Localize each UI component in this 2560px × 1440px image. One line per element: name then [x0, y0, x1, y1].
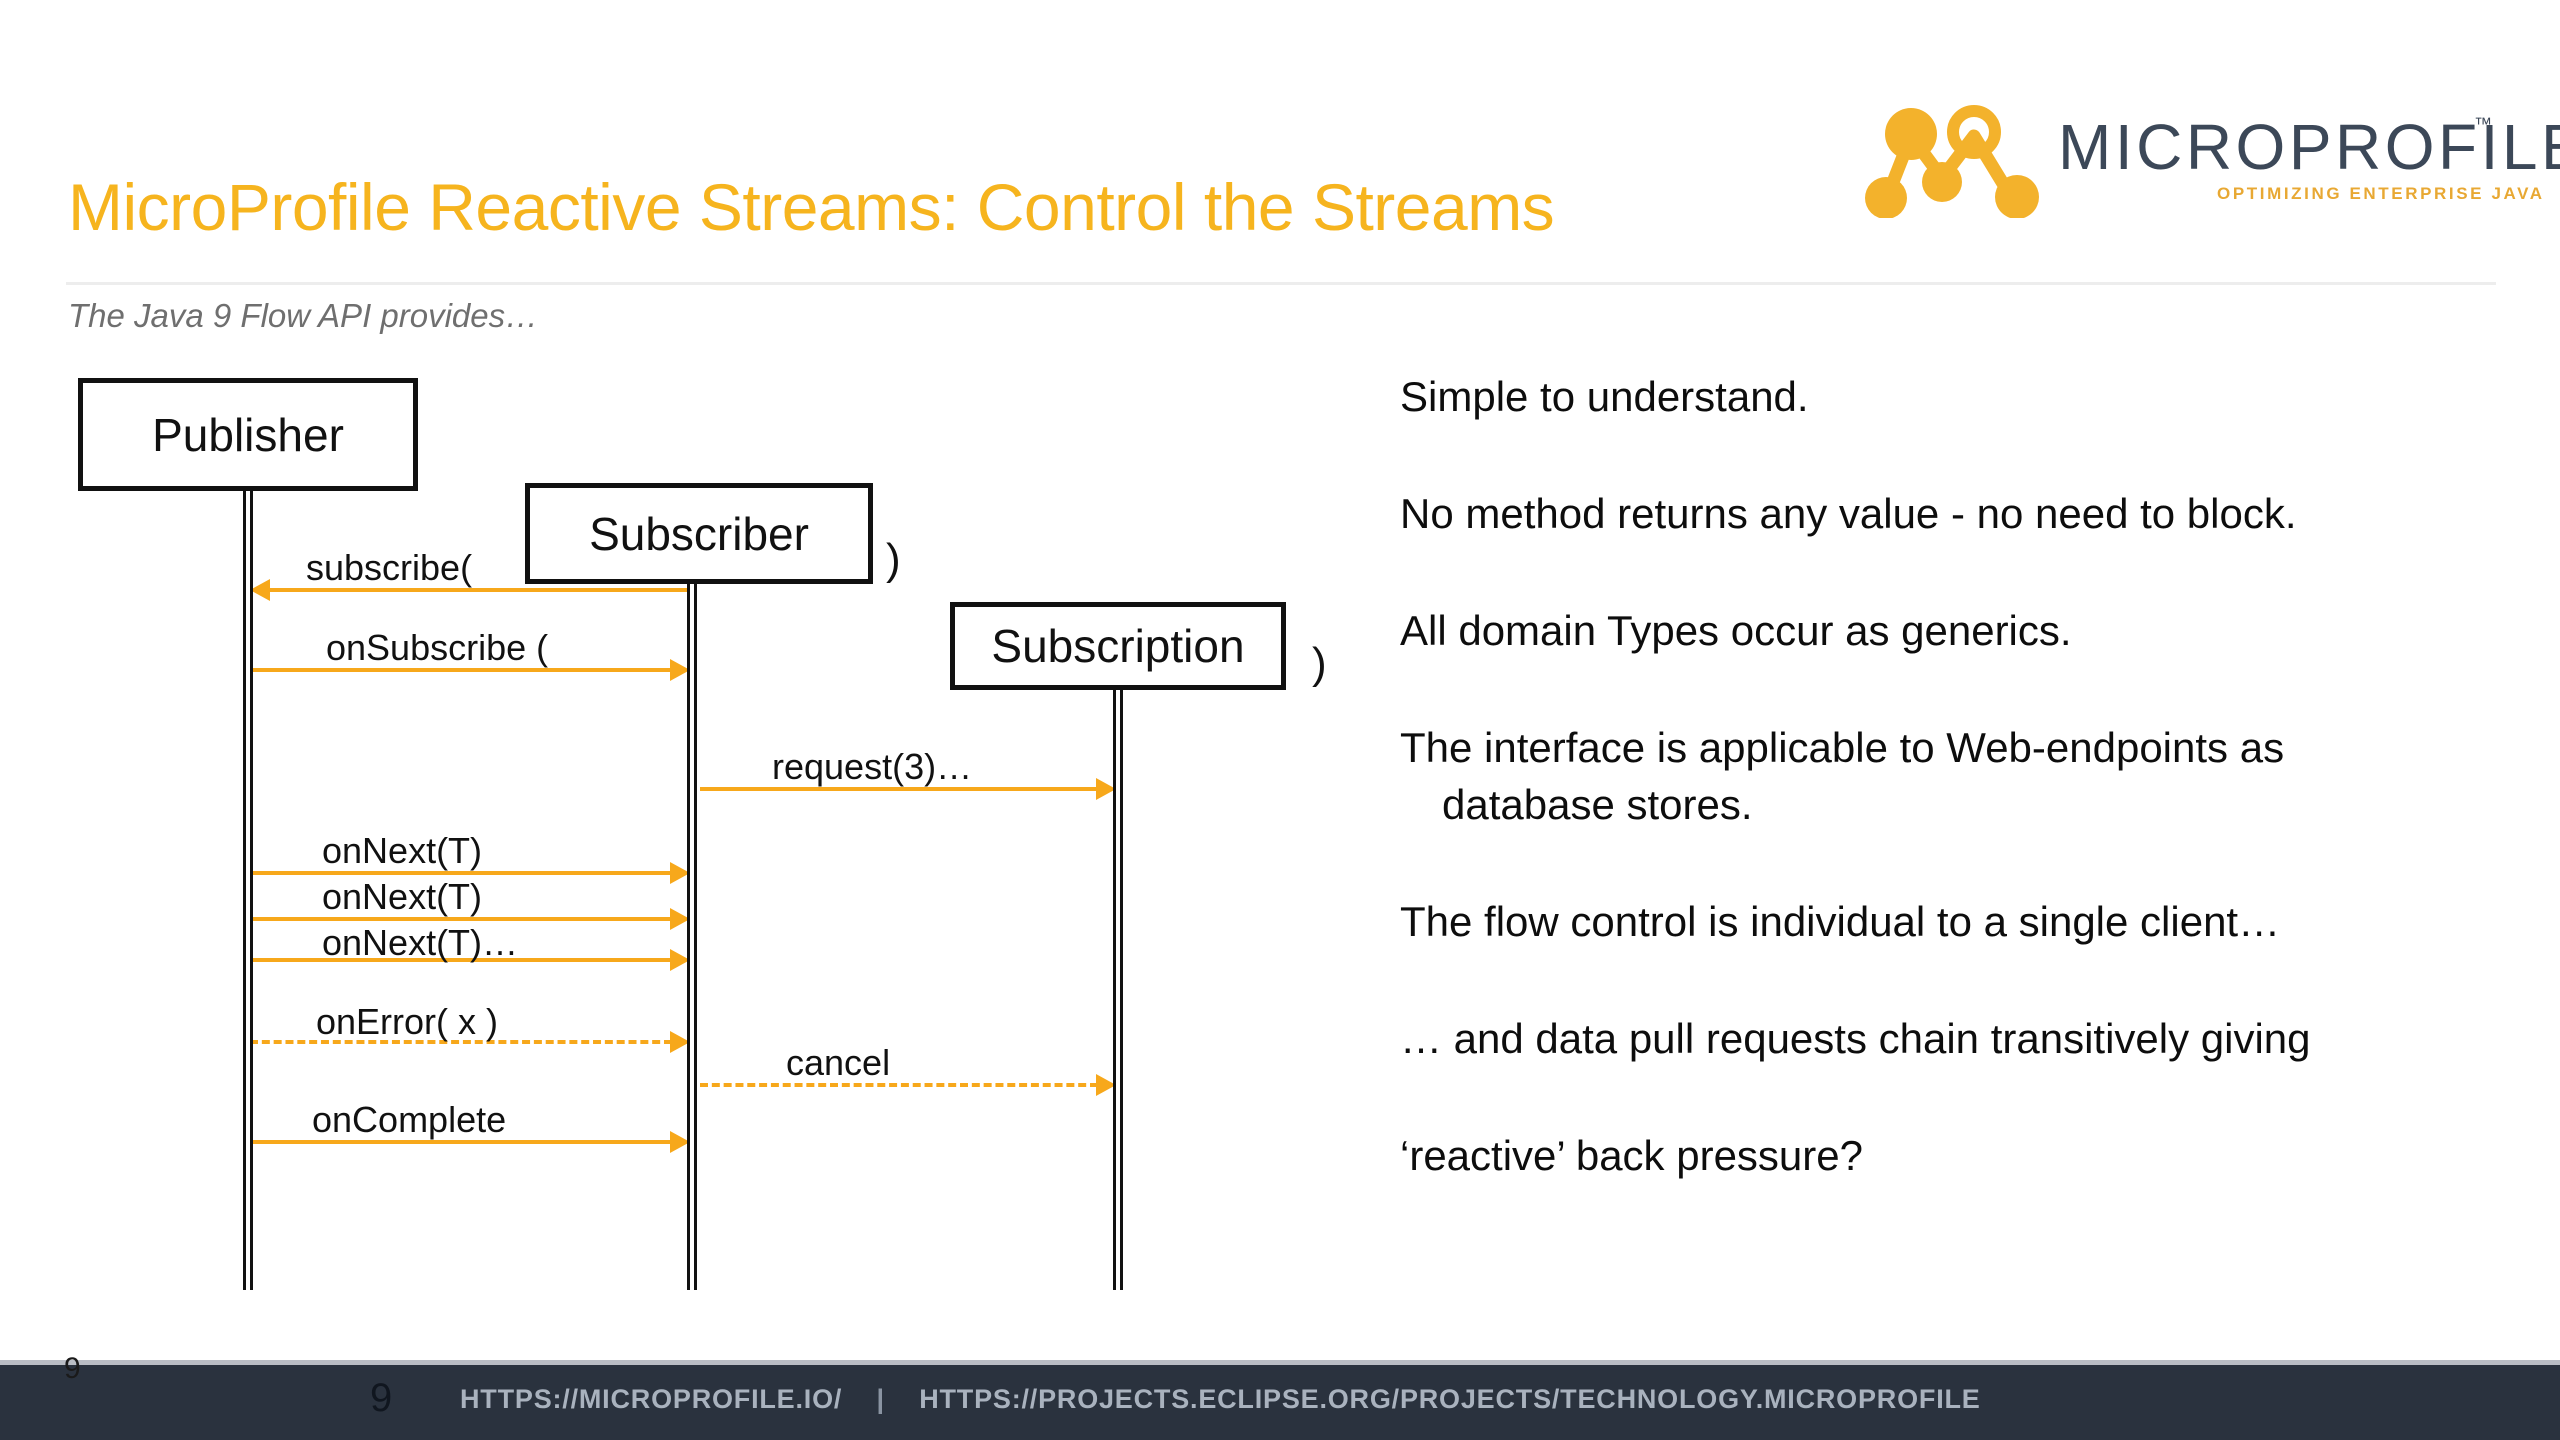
message-label-onnext-2: onNext(T) [322, 876, 483, 917]
message-line-subscribe [268, 588, 692, 592]
node-subscriber-label: Subscriber [589, 507, 809, 560]
lifeline-subscription [1113, 686, 1123, 1290]
message-line-onnext-3 [250, 958, 672, 962]
node-subscription: Subscription [950, 602, 1286, 690]
sequence-diagram: Publisher Subscriber ) Subscription ) su… [0, 0, 1360, 1340]
message-arrowhead-subscribe [250, 579, 270, 601]
message-arrowhead-onnext-3 [670, 949, 690, 971]
message-label-onerror: onError( x ) [316, 1001, 499, 1042]
message-line-oncomplete [250, 1140, 672, 1144]
node-publisher-label: Publisher [152, 408, 344, 461]
footer-page-number: 9 [370, 1376, 393, 1420]
bullet-line-1: Simple to understand. [1400, 373, 1809, 420]
bullet-item: The flow control is individual to a sing… [1400, 893, 2520, 950]
message-label-onnext-1: onNext(T) [322, 830, 483, 871]
bullet-item: Simple to understand. [1400, 368, 2520, 425]
message-label-cancel: cancel [786, 1042, 891, 1083]
logo-wordmark: MICROPROFILE [2058, 111, 2560, 183]
message-arrowhead-onsubscribe [670, 659, 690, 681]
bullet-item: No method returns any value - no need to… [1400, 485, 2520, 542]
bullet-line-1: ‘reactive’ back pressure? [1400, 1132, 1863, 1179]
node-subscriber: Subscriber [525, 483, 873, 584]
footer-top-highlight [0, 1360, 2560, 1365]
node-subscription-label: Subscription [991, 620, 1245, 672]
bullet-item: … and data pull requests chain transitiv… [1400, 1010, 2520, 1067]
node-subscriber-paren: ) [886, 535, 901, 584]
microprofile-mark-icon [1865, 105, 2039, 218]
bullet-line-2: database stores. [1442, 781, 1753, 828]
message-label-request: request(3)… [772, 746, 973, 787]
bullet-line-1: The flow control is individual to a sing… [1400, 898, 2281, 945]
bullet-line-1: All domain Types occur as generics. [1400, 607, 2072, 654]
message-label-subscribe: subscribe( [306, 547, 473, 588]
message-line-cancel [700, 1083, 1098, 1087]
message-line-onnext-2 [250, 917, 672, 921]
bullet-line-1: … and data pull requests chain transitiv… [1400, 1015, 2311, 1062]
page-title: MicroProfile Reactive Streams: Control t… [68, 170, 1555, 244]
node-publisher: Publisher [78, 378, 418, 491]
bullet-item: The interface is applicable to Web-endpo… [1400, 719, 2520, 833]
message-arrowhead-oncomplete [670, 1131, 690, 1153]
message-line-onnext-1 [250, 871, 672, 875]
message-line-onsubscribe [250, 668, 672, 672]
lifeline-publisher [243, 486, 253, 1290]
page-subtitle: The Java 9 Flow API provides… [68, 297, 539, 334]
message-arrowhead-onerror [670, 1031, 690, 1053]
message-arrowhead-onnext-2 [670, 908, 690, 930]
logo-tagline: OPTIMIZING ENTERPRISE JAVA [2217, 184, 2545, 203]
footer-link-separator: | [876, 1384, 885, 1414]
bullet-line-1: The interface is applicable to Web-endpo… [1400, 724, 2285, 771]
message-arrowhead-request [1096, 778, 1116, 800]
footer-links: HTTPS://MICROPROFILE.IO/ | HTTPS://PROJE… [460, 1382, 1981, 1416]
bullet-item: ‘reactive’ back pressure? [1400, 1127, 2520, 1184]
message-line-onerror [250, 1040, 672, 1044]
message-label-onsubscribe: onSubscribe ( [326, 627, 549, 668]
message-label-onnext-3: onNext(T)… [322, 922, 519, 963]
message-arrowhead-onnext-1 [670, 862, 690, 884]
footer-link-eclipse[interactable]: HTTPS://PROJECTS.ECLIPSE.ORG/PROJECTS/TE… [919, 1384, 1981, 1414]
logo-trademark: ™ [2474, 114, 2492, 134]
message-line-request [700, 787, 1098, 791]
lifeline-subscriber [687, 581, 697, 1290]
page-number-marker: 9 [64, 1352, 81, 1385]
footer-bar: 9 HTTPS://MICROPROFILE.IO/ | HTTPS://PRO… [0, 1360, 2560, 1440]
message-label-oncomplete: onComplete [312, 1099, 507, 1140]
message-arrowhead-cancel [1096, 1074, 1116, 1096]
bullet-item: All domain Types occur as generics. [1400, 602, 2520, 659]
node-subscription-paren: ) [1312, 639, 1327, 688]
header-divider [66, 282, 2496, 285]
bullet-line-1: No method returns any value - no need to… [1400, 490, 2297, 537]
bullet-list: Simple to understand. No method returns … [1400, 368, 2520, 1244]
microprofile-logo: MICROPROFILE ™ OPTIMIZING ENTERPRISE JAV… [1862, 92, 2560, 222]
footer-link-microprofile[interactable]: HTTPS://MICROPROFILE.IO/ [460, 1384, 843, 1414]
